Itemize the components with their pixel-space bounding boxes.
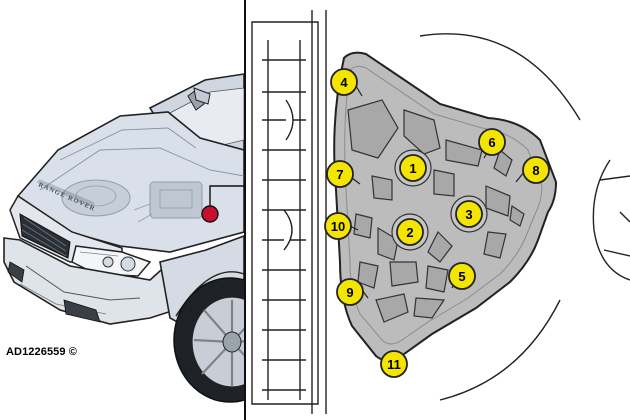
front-wheel xyxy=(173,277,244,403)
bolt-label: 3 xyxy=(465,207,472,222)
detail-view xyxy=(251,10,630,414)
reference-code: AD1226559 © xyxy=(6,346,77,358)
bolt-callouts: 4 6 1 8 7 3 10 2 xyxy=(324,68,550,378)
bolt-label: 11 xyxy=(387,357,401,372)
mounting-plate xyxy=(333,51,558,362)
bolt-callout-3: 3 xyxy=(455,200,483,228)
bolt-callout-1: 1 xyxy=(399,154,427,182)
bolt-label: 7 xyxy=(336,167,343,182)
bolt-callout-11: 11 xyxy=(380,350,408,378)
bolt-label: 10 xyxy=(331,219,345,234)
bolt-label: 1 xyxy=(409,161,416,176)
bolt-label: 9 xyxy=(346,285,353,300)
bolt-callout-10: 10 xyxy=(324,212,352,240)
bolt-label: 5 xyxy=(458,269,465,284)
bolt-callout-5: 5 xyxy=(448,262,476,290)
bolt-callout-9: 9 xyxy=(336,278,364,306)
bolt-callout-6: 6 xyxy=(478,128,506,156)
bolt-callout-7: 7 xyxy=(326,160,354,188)
bolt-label: 8 xyxy=(532,163,539,178)
bolt-label: 4 xyxy=(340,75,348,90)
vehicle-illustration: RANGE ROVER xyxy=(3,73,244,403)
bolt-callout-8: 8 xyxy=(522,156,550,184)
bolt-label: 6 xyxy=(488,135,495,150)
locator-dot xyxy=(201,205,219,223)
bolt-callout-4: 4 xyxy=(330,68,358,96)
bolt-callout-2: 2 xyxy=(396,218,424,246)
bolt-label: 2 xyxy=(406,225,413,240)
